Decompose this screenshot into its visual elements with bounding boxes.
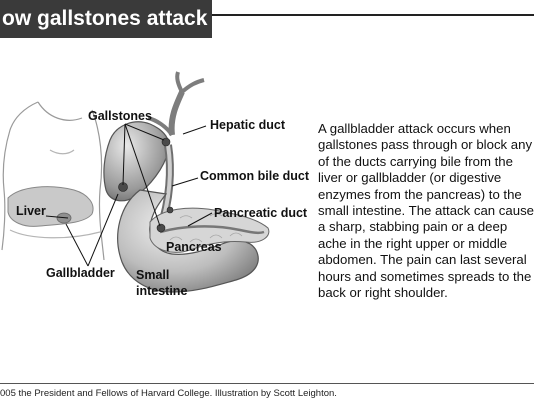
pancreas-shape (149, 207, 270, 253)
gallstones-marks (118, 137, 174, 233)
gallbladder-shape (103, 121, 170, 202)
pancreatic-duct-shape (159, 225, 265, 235)
title-banner: ow gallstones attack (0, 0, 212, 38)
liver-shape (7, 186, 94, 227)
gallstones-label: Gallstones (88, 109, 152, 123)
description-text: A gallbladder attack occurs when gallsto… (318, 121, 534, 301)
hepatic-duct-label: Hepatic duct (210, 118, 286, 132)
small-intestine-label-line1: Small (136, 268, 170, 282)
pancreatic-duct-label: Pancreatic duct (214, 206, 308, 220)
pancreas-texture (169, 213, 243, 243)
body-outline (1, 101, 105, 261)
gallstones-anatomy-illustration (1, 71, 270, 293)
liver-label: Liver (16, 204, 46, 218)
credit-line: 005 the President and Fellows of Harvard… (0, 388, 337, 399)
pancreas-label: Pancreas (166, 240, 222, 254)
bottom-divider (0, 383, 534, 384)
leader-lines (45, 123, 213, 267)
title-divider (212, 14, 534, 16)
small-intestine-label-line2: intestine (136, 284, 188, 298)
page-title: ow gallstones attack (2, 7, 208, 30)
hepatic-duct-branches (147, 71, 205, 137)
common-bile-duct-label: Common bile duct (200, 169, 310, 183)
gallbladder-label: Gallbladder (46, 266, 115, 280)
